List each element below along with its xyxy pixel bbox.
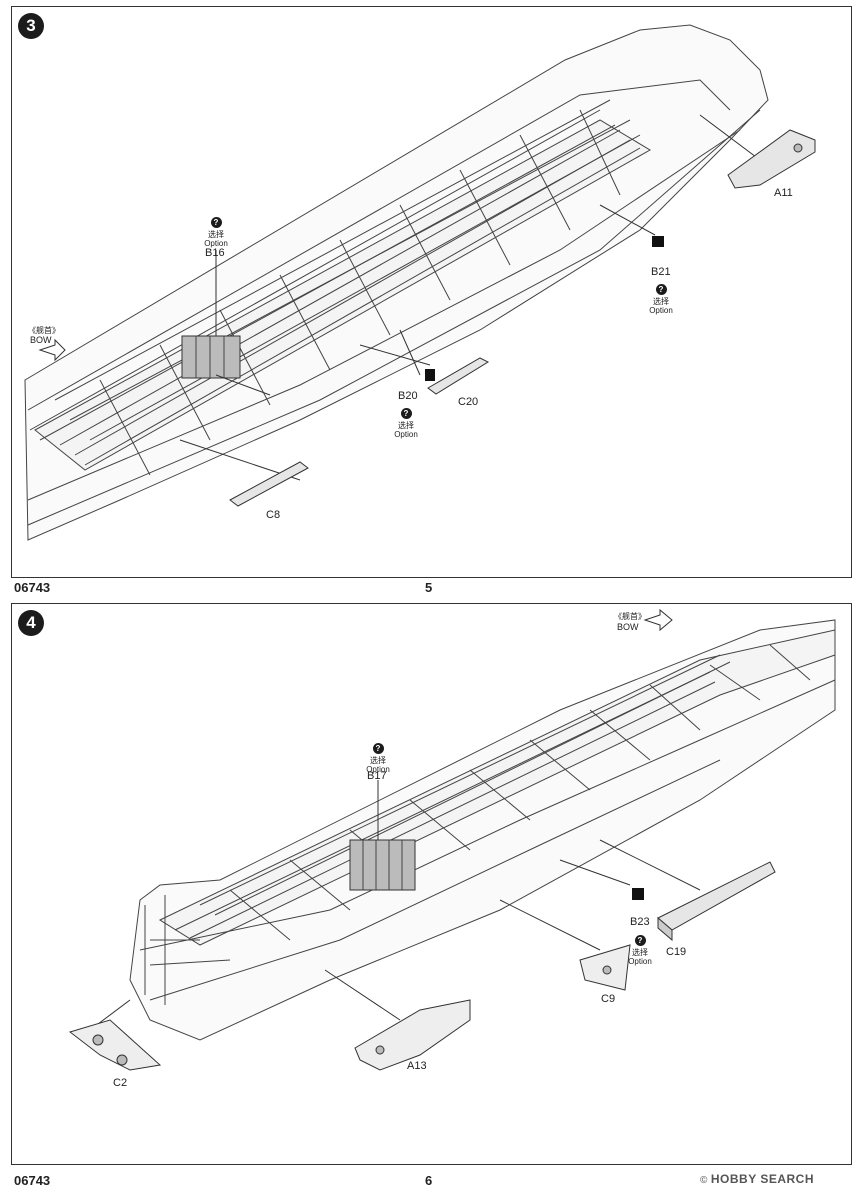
bow-label-en: BOW [30,335,52,345]
hull-drawing-step3 [24,24,816,541]
part-label-a13: A13 [407,1060,427,1072]
part-label-b20: B20 [398,390,418,402]
part-label-a11: A11 [774,187,793,199]
instruction-page-6: 4 [0,600,862,1200]
part-label-c20: C20 [458,396,479,408]
question-icon: ? [655,284,667,295]
option-tag-b23: ? 选择 Option [628,935,652,966]
page-number: 5 [425,580,433,595]
option-tag-b20: ? 选择 Option [394,408,418,439]
hobby-search-watermark: ©HOBBY SEARCH [700,1172,814,1186]
bow-label-en: BOW [617,622,639,632]
part-label-c2: C2 [113,1077,128,1089]
step-frame: 4 [11,603,852,1165]
part-label-b21: B21 [651,266,671,278]
question-icon: ? [634,935,646,946]
part-label-c9: C9 [601,993,616,1005]
question-icon: ? [372,743,384,754]
question-icon: ? [400,408,412,419]
step-number-badge: 3 [18,13,44,39]
hull-drawing-step4 [68,608,836,1071]
part-label-b23: B23 [630,916,650,928]
product-code: 06743 [14,1173,51,1188]
part-label-b16: B16 [205,247,225,259]
bow-label-zh: 《舰首》 [614,612,646,621]
bow-label-zh: 《舰首》 [28,326,60,335]
option-tag-b21: ? 选择 Option [649,284,673,315]
instruction-page-5: 3 [11,6,852,595]
step-number-badge: 4 [18,610,44,636]
page-number: 6 [425,1173,433,1188]
part-label-c19: C19 [666,946,687,958]
question-icon: ? [210,217,222,228]
option-tag-b17: ? 选择 Option [366,743,390,774]
part-label-b17: B17 [367,770,387,782]
step-frame: 3 [11,6,852,578]
product-code: 06743 [14,580,51,595]
part-label-c8: C8 [266,509,281,521]
option-tag-b16: ? 选择 Option [204,217,228,248]
